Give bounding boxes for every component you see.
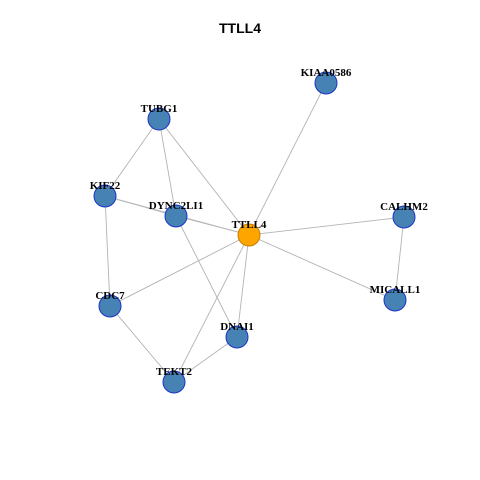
edge-tubg1-kif22	[104, 118, 160, 197]
diagram-title: TTLL4	[219, 20, 261, 36]
edge-dync2li1-dnai1	[175, 215, 238, 338]
node-dnai1: DNAI1	[220, 321, 254, 349]
edge-cdc7-tekt2	[109, 305, 175, 383]
node-tekt2: TEKT2	[156, 366, 193, 394]
node-cdc7: CDC7	[95, 290, 125, 318]
node-circle-dync2li1	[164, 204, 188, 228]
node-circle-micall1	[383, 288, 407, 312]
edge-ttll4-calhm2	[248, 216, 405, 236]
node-micall1: MICALL1	[370, 284, 421, 312]
node-circle-calhm2	[392, 205, 416, 229]
edge-ttll4-micall1	[248, 234, 396, 301]
node-circle-kiaa0586	[314, 71, 338, 95]
node-label-ttll4: TTLL4	[232, 219, 267, 231]
node-label-tekt2: TEKT2	[156, 366, 193, 378]
node-dync2li1: DYNC2LI1	[149, 200, 203, 228]
node-ttll4: TTLL4	[232, 219, 267, 247]
node-tubg1: TUBG1	[141, 103, 178, 131]
node-label-kif22: KIF22	[90, 180, 121, 192]
node-label-micall1: MICALL1	[370, 284, 421, 296]
edge-kif22-dync2li1	[104, 195, 177, 217]
edge-ttll4-tekt2	[173, 234, 250, 383]
node-circle-dnai1	[225, 325, 249, 349]
edge-ttll4-dync2li1	[175, 215, 250, 236]
node-calhm2: CALHM2	[380, 201, 428, 229]
node-label-dync2li1: DYNC2LI1	[149, 200, 203, 212]
node-circle-ttll4	[237, 223, 261, 247]
edge-ttll4-tubg1	[158, 118, 250, 236]
node-kiaa0586: KIAA0586	[301, 67, 352, 95]
node-label-dnai1: DNAI1	[220, 321, 254, 333]
edge-tubg1-dync2li1	[158, 118, 177, 217]
edge-layer	[104, 82, 405, 383]
edge-tekt2-dnai1	[173, 336, 238, 383]
edge-ttll4-kiaa0586	[248, 82, 327, 236]
edge-kif22-cdc7	[104, 195, 111, 307]
edge-calhm2-micall1	[394, 216, 405, 301]
node-label-kiaa0586: KIAA0586	[301, 67, 352, 79]
node-circle-kif22	[93, 184, 117, 208]
node-circle-tekt2	[162, 370, 186, 394]
edge-ttll4-dnai1	[236, 234, 250, 338]
node-label-calhm2: CALHM2	[380, 201, 428, 213]
node-kif22: KIF22	[90, 180, 121, 208]
node-label-tubg1: TUBG1	[141, 103, 178, 115]
node-circle-tubg1	[147, 107, 171, 131]
node-label-cdc7: CDC7	[95, 290, 125, 302]
node-circle-cdc7	[98, 294, 122, 318]
edge-ttll4-cdc7	[109, 234, 250, 307]
